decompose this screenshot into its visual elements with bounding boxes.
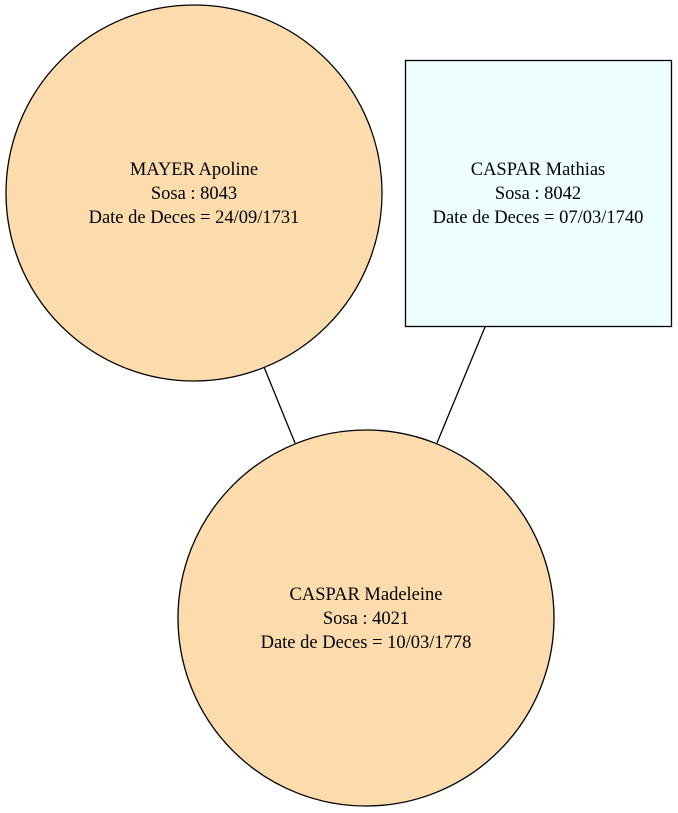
- node-caspar-mathias-name: CASPAR Mathias: [471, 160, 606, 180]
- node-caspar-mathias-sosa: Sosa : 8042: [495, 184, 581, 204]
- node-mayer-apoline: MAYER Apoline Sosa : 8043 Date de Deces …: [5, 4, 383, 382]
- edge-mayer-apoline-to-caspar-madeleine: [263, 366, 296, 444]
- node-caspar-madeleine-name: CASPAR Madeleine: [290, 585, 443, 605]
- node-mayer-apoline-death-date: Date de Deces = 24/09/1731: [89, 208, 300, 228]
- node-mayer-apoline-name: MAYER Apoline: [130, 160, 258, 180]
- node-caspar-madeleine-circle: [177, 429, 555, 807]
- node-caspar-madeleine: CASPAR Madeleine Sosa : 4021 Date de Dec…: [177, 429, 555, 807]
- node-caspar-mathias-box: [404, 59, 673, 328]
- node-caspar-mathias: CASPAR Mathias Sosa : 8042 Date de Deces…: [404, 59, 673, 328]
- node-mayer-apoline-circle: [5, 4, 383, 382]
- node-caspar-mathias-death-date: Date de Deces = 07/03/1740: [433, 208, 644, 228]
- node-caspar-madeleine-death-date: Date de Deces = 10/03/1778: [261, 633, 472, 653]
- node-caspar-madeleine-sosa: Sosa : 4021: [323, 609, 409, 629]
- edge-caspar-mathias-to-caspar-madeleine: [436, 326, 486, 444]
- node-mayer-apoline-sosa: Sosa : 8043: [151, 184, 237, 204]
